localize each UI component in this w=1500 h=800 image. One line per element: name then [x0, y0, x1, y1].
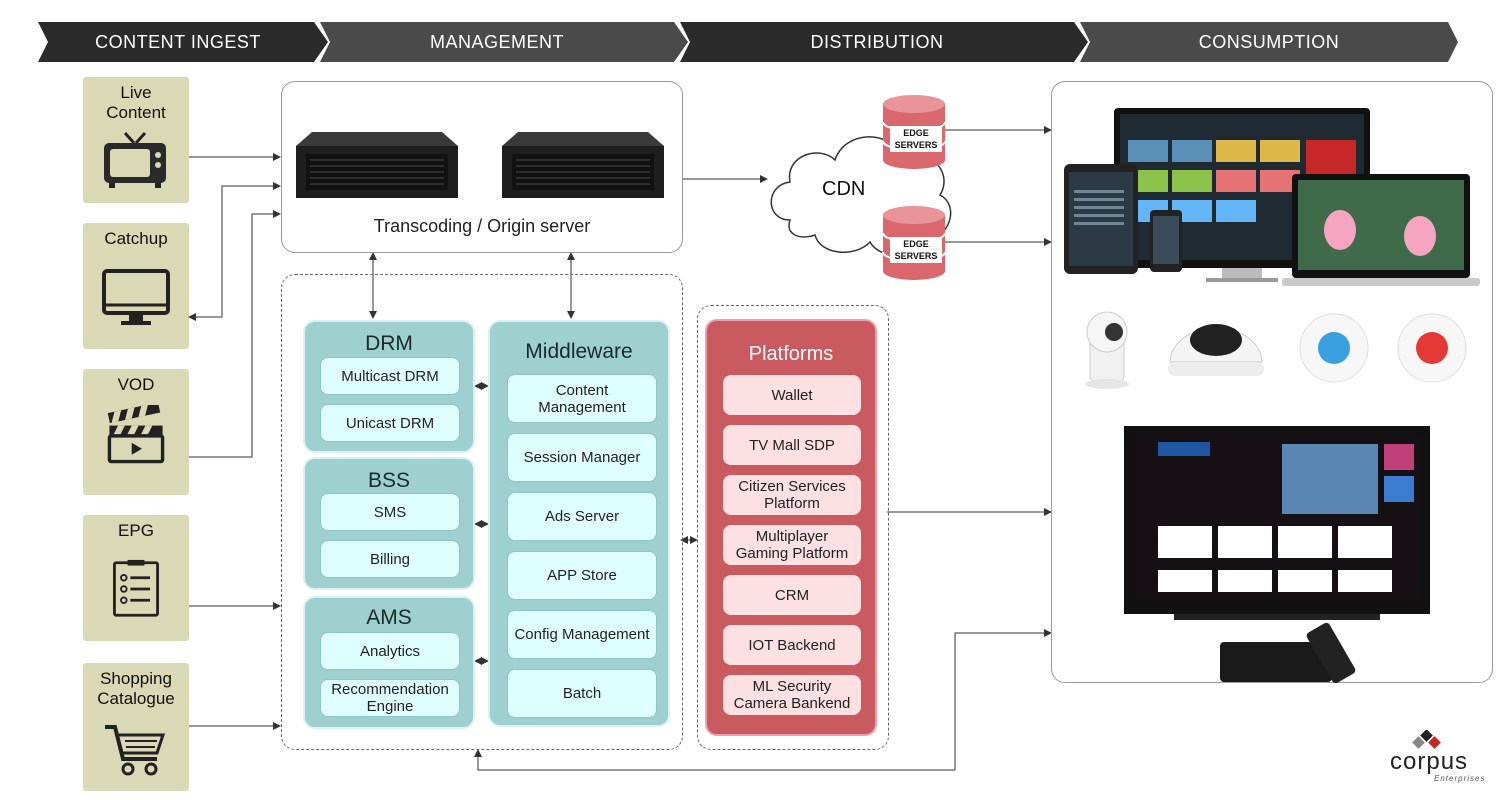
ams-group: AMS Analytics Recommendation Engine: [303, 596, 475, 729]
middleware-item: Config Management: [507, 610, 657, 659]
platform-item: Citizen Services Platform: [723, 475, 861, 515]
source-label: Live Content: [106, 83, 166, 122]
source-shopping-catalogue: Shopping Catalogue: [83, 663, 189, 791]
stage-distribution: DISTRIBUTION: [810, 32, 944, 52]
consumption-box: [1051, 81, 1493, 684]
source-epg: EPG: [83, 515, 189, 641]
drm-item: Multicast DRM: [320, 357, 460, 395]
checklist-icon: [113, 559, 159, 617]
stage-consumption: CONSUMPTION: [1198, 32, 1340, 52]
management-container: [281, 274, 683, 750]
origin-server-box: Transcoding / Origin server: [281, 81, 683, 253]
ams-title: AMS: [366, 606, 412, 629]
corpus-logo-sub: Enterprises: [1434, 774, 1486, 783]
middleware-item: Session Manager: [507, 433, 657, 482]
platforms-title: Platforms: [748, 343, 834, 365]
edge-server-top: EDGE SERVERS: [882, 95, 946, 169]
edge-label: EDGE: [903, 128, 929, 138]
platforms-container: [697, 305, 889, 750]
source-label: Shopping Catalogue: [97, 669, 175, 708]
platform-item: IOT Backend: [723, 625, 861, 665]
stage-management: MANAGEMENT: [429, 32, 564, 52]
server-rack-icon: [502, 132, 664, 198]
platform-item: ML Security Camera Bankend: [723, 675, 861, 715]
server-rack-icon: [296, 132, 458, 198]
ams-item: Recommendation Engine: [320, 679, 460, 717]
middleware-title: Middleware: [525, 340, 633, 363]
stage-header-bar: [38, 22, 1458, 62]
platform-item: Multiplayer Gaming Platform: [723, 525, 861, 565]
bss-group: BSS SMS Billing: [303, 457, 475, 590]
edge-label: SERVERS: [895, 140, 938, 150]
bss-title: BSS: [367, 469, 411, 492]
origin-server-label: Transcoding / Origin server: [373, 216, 591, 236]
stage-content-ingest: CONTENT INGEST: [95, 32, 261, 52]
corpus-logo-mark: [1412, 730, 1441, 749]
bss-item: SMS: [320, 493, 460, 531]
middleware-item: APP Store: [507, 551, 657, 600]
clapperboard-icon: [107, 405, 165, 464]
smart-tv-image: [1124, 426, 1430, 684]
source-live-content: Live Content: [83, 77, 189, 203]
corpus-logo-text: corpus: [1390, 748, 1469, 775]
drm-group: DRM Multicast DRM Unicast DRM: [303, 320, 475, 453]
middleware-item: Ads Server: [507, 492, 657, 541]
devices-image: [1064, 108, 1480, 286]
bss-item: Billing: [320, 540, 460, 578]
edge-label: SERVERS: [895, 251, 938, 261]
shopping-cart-icon: [105, 725, 166, 776]
platform-item: CRM: [723, 575, 861, 615]
drm-item: Unicast DRM: [320, 404, 460, 442]
edge-server-bottom: EDGE SERVERS: [882, 206, 946, 280]
source-catchup: Catchup: [83, 223, 189, 349]
middleware-group: Middleware Content Management Session Ma…: [488, 320, 670, 727]
source-label: VOD: [117, 375, 155, 394]
middleware-item: Content Management: [507, 374, 657, 423]
ams-item: Analytics: [320, 632, 460, 670]
platform-item: TV Mall SDP: [723, 425, 861, 465]
source-label: EPG: [118, 521, 154, 540]
source-vod: VOD: [83, 369, 189, 495]
iot-devices-image: [1085, 311, 1467, 389]
tv-icon: [104, 131, 166, 188]
edge-label: EDGE: [903, 239, 929, 249]
middleware-item: Batch: [507, 669, 657, 718]
monitor-icon: [102, 269, 170, 325]
source-label: Catchup: [104, 229, 168, 248]
platforms-group: Platforms Wallet TV Mall SDP Citizen Ser…: [705, 319, 877, 736]
corpus-logo: corpus Enterprises: [1390, 730, 1484, 790]
drm-title: DRM: [365, 332, 413, 355]
cdn-label: CDN: [822, 178, 865, 200]
platform-item: Wallet: [723, 375, 861, 415]
